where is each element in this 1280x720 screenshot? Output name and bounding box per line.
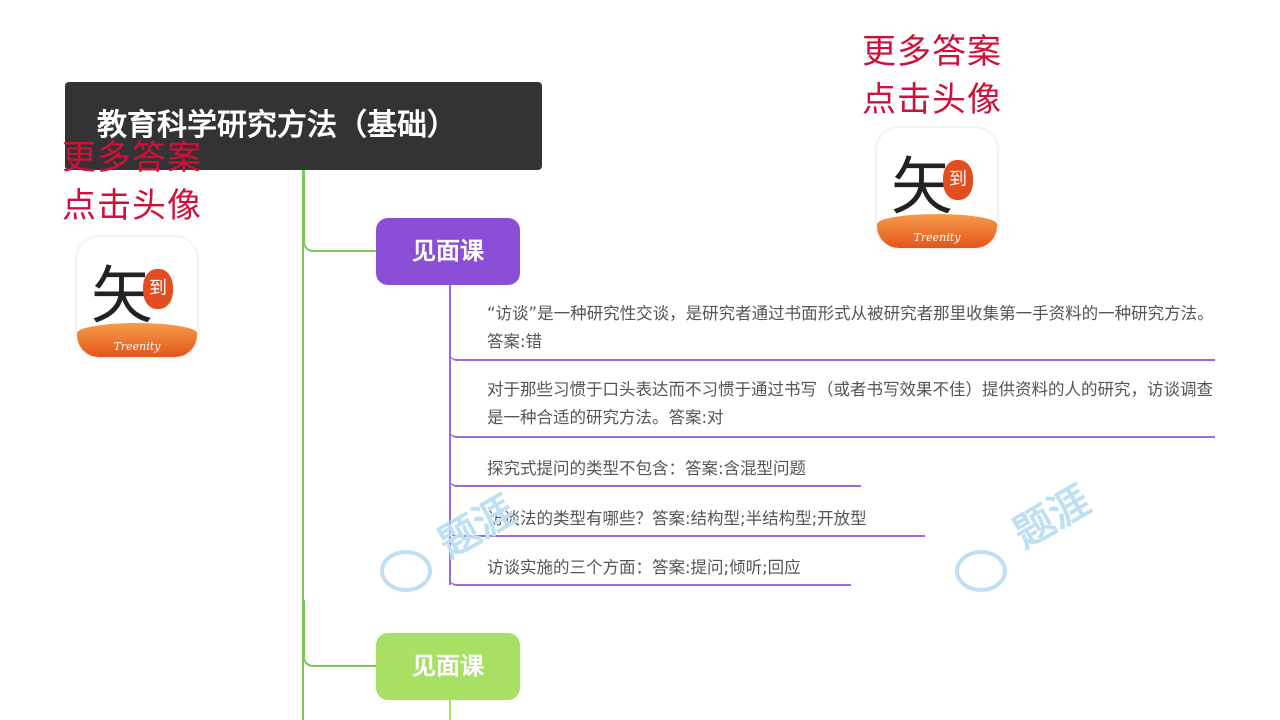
logo-seal: 到 [143,269,173,309]
avatar-logo[interactable]: 矢 到 Treenity [877,128,997,248]
logo-char: 矢 [91,259,154,332]
logo-brand: Treenity [113,340,161,353]
logo-seal: 到 [943,160,973,200]
logo-char: 矢 [891,150,954,223]
connector-line [302,170,304,720]
promo-text-right: 更多答案 点击头像 [862,28,1002,124]
logo-wave [77,323,197,357]
list-item[interactable]: 对于那些习惯于口头表达而不习惯于通过书写（或者书写效果不佳）提供资料的人的研究，… [449,376,1215,438]
mindmap-root-title[interactable]: 教育科学研究方法（基础） [65,82,542,170]
promo-line-1: 更多答案 [62,138,202,178]
list-item[interactable]: 访谈法的类型有哪些？答案:结构型;半结构型;开放型 [449,505,925,537]
promo-text-left: 更多答案 点击头像 [62,134,202,230]
avatar-logo[interactable]: 矢 到 Treenity [77,237,197,357]
connector-line [449,700,451,720]
promo-line-1: 更多答案 [862,32,1002,72]
node-meeting-class-1[interactable]: 见面课 [376,218,520,285]
connector-line [303,600,379,667]
list-item[interactable]: “访谈”是一种研究性交谈，是研究者通过书面形式从被研究者那里收集第一手资料的一种… [449,300,1215,361]
list-item[interactable]: 访谈实施的三个方面：答案:提问;倾听;回应 [449,554,851,586]
logo-brand: Treenity [913,231,961,244]
watermark-text: 题涯 [1005,477,1099,558]
wechat-watermark-icon [955,550,1007,592]
wechat-watermark-icon [380,550,432,592]
logo-wave [877,214,997,248]
promo-line-2: 点击头像 [62,186,202,226]
list-item[interactable]: 探究式提问的类型不包含：答案:含混型问题 [449,455,861,487]
node-meeting-class-2[interactable]: 见面课 [376,633,520,700]
promo-line-2: 点击头像 [862,80,1002,120]
connector-line [303,170,379,252]
